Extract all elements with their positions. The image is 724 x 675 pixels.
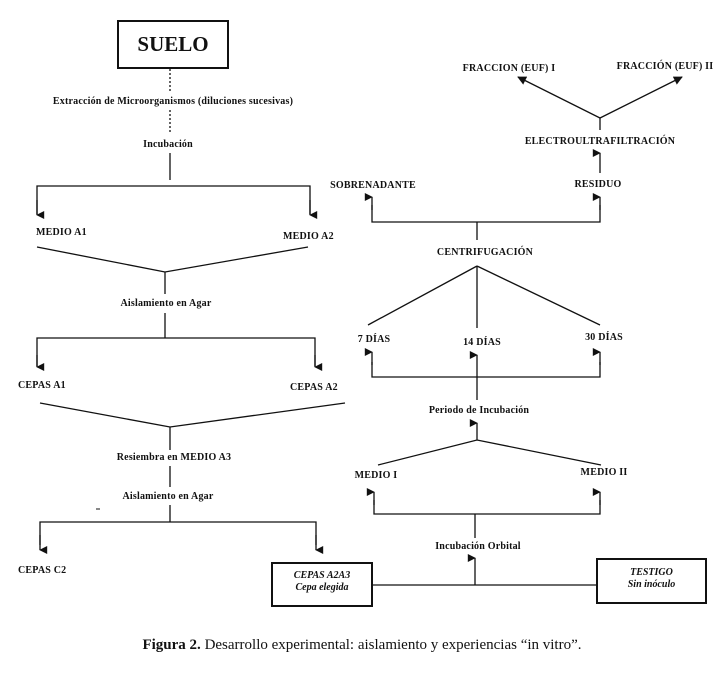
medio-a1-label: MEDIO A1 bbox=[36, 227, 87, 238]
sin-inoculo-label: Sin inóculo bbox=[627, 579, 676, 590]
split-sobrenadante bbox=[371, 205, 601, 223]
periodo-incubacion-label: Periodo de Incubación bbox=[428, 405, 530, 416]
dias-14-label: 14 DÍAS bbox=[463, 337, 501, 348]
split-cepas-a bbox=[36, 337, 316, 366]
aislamiento-agar-1-label: Aislamiento en Agar bbox=[120, 298, 212, 309]
fraccion-euf-1-label: FRACCION (EUF) I bbox=[462, 63, 556, 74]
merge-medio-i bbox=[377, 439, 602, 466]
extraccion-label: Extracción de Microorganismos (dilucione… bbox=[52, 96, 294, 107]
fan-7 bbox=[367, 265, 478, 326]
fan-fraccion-1 bbox=[517, 76, 601, 119]
split-dias bbox=[371, 362, 601, 378]
aislamiento-agar-2-label: Aislamiento en Agar bbox=[122, 491, 214, 502]
fan-fraccion-2 bbox=[599, 76, 683, 119]
cepas-a2a3-label: CEPAS A2A3 bbox=[293, 570, 351, 581]
dias-7-label: 7 DÍAS bbox=[357, 334, 391, 345]
testigo-label: TESTIGO bbox=[630, 567, 673, 578]
residuo-label: RESIDUO bbox=[574, 179, 622, 190]
medio-ii-label: MEDIO II bbox=[580, 467, 628, 478]
cepas-a1-label: CEPAS A1 bbox=[18, 380, 66, 391]
split-medio-i bbox=[373, 500, 601, 515]
figure-caption: Figura 2. Desarrollo experimental: aisla… bbox=[0, 637, 724, 654]
incubacion-label: Incubación bbox=[143, 139, 193, 150]
caption-label: Figura 2. bbox=[142, 637, 201, 653]
fan-30 bbox=[476, 265, 601, 326]
split-cepas-c bbox=[39, 521, 317, 545]
cepa-elegida-label: Cepa elegida bbox=[295, 582, 349, 593]
cepas-c2-label: CEPAS C2 bbox=[18, 565, 67, 576]
medio-a2-label: MEDIO A2 bbox=[283, 231, 334, 242]
centrifugacion-label: CENTRIFUGACIÓN bbox=[436, 247, 534, 258]
fraccion-euf-2-label: FRACCIÓN (EUF) II bbox=[616, 61, 714, 72]
suelo-box: SUELO bbox=[117, 20, 229, 69]
dias-30-label: 30 DÍAS bbox=[585, 332, 623, 343]
incubacion-orbital-label: Incubación Orbital bbox=[435, 541, 521, 552]
cepas-a2-label: CEPAS A2 bbox=[290, 382, 338, 393]
split-medio-a bbox=[36, 185, 311, 214]
electroultrafiltracion-label: ELECTROULTRAFILTRACIÓN bbox=[524, 136, 676, 147]
merge-cepas-a bbox=[39, 402, 346, 428]
medio-i-label: MEDIO I bbox=[354, 470, 398, 481]
testigo-box: TESTIGO Sin inóculo bbox=[596, 558, 707, 604]
cepas-a2a3-box: CEPAS A2A3 Cepa elegida bbox=[271, 562, 373, 607]
resiembra-label: Resiembra en MEDIO A3 bbox=[116, 452, 232, 463]
caption-text: Desarrollo experimental: aislamiento y e… bbox=[204, 637, 582, 653]
suelo-label: SUELO bbox=[137, 32, 209, 56]
merge-medio-a bbox=[36, 246, 309, 273]
sobrenadante-label: SOBRENADANTE bbox=[330, 180, 416, 191]
